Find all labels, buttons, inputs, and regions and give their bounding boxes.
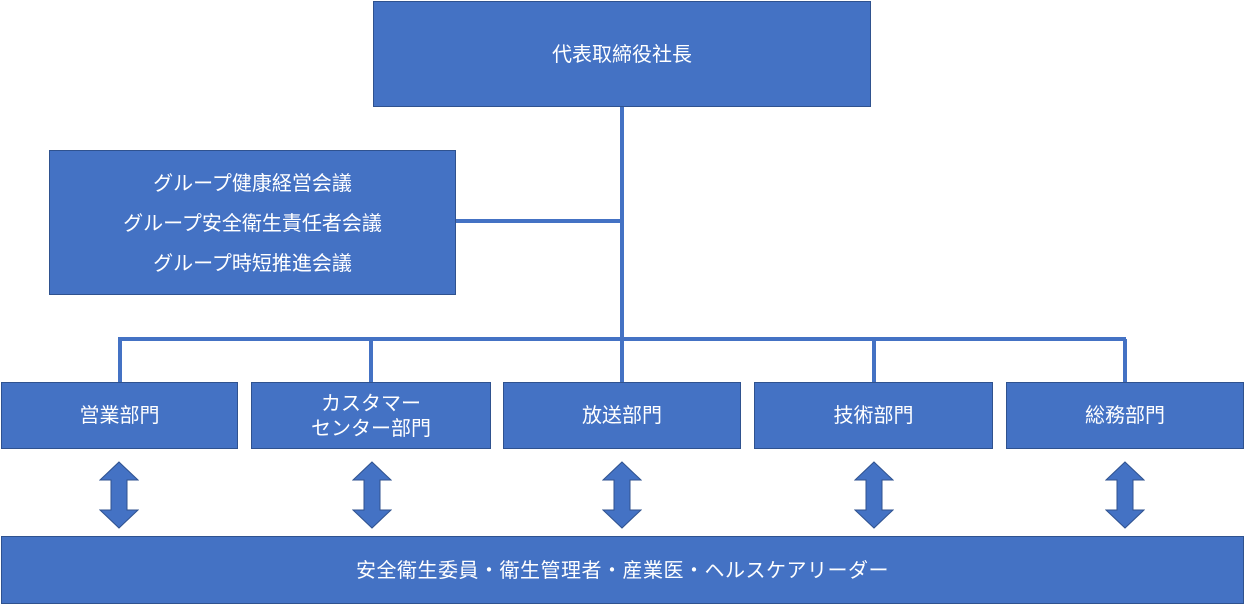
dept-general-affairs-box: 総務部門: [1006, 382, 1244, 449]
dept-tech-label: 技術部門: [833, 403, 914, 427]
dept-broadcast-label: 放送部門: [582, 403, 662, 427]
committee-work-hours: グループ時短推進会議: [153, 250, 352, 275]
connector-broadcast: [620, 339, 624, 383]
committee-safety-hygiene: グループ安全衛生責任者会議: [123, 210, 382, 235]
double-arrow-icon: [1105, 461, 1145, 529]
dept-sales-label: 営業部門: [79, 403, 160, 427]
committees-box: グループ健康経営会議 グループ安全衛生責任者会議 グループ時短推進会議: [49, 150, 456, 295]
dept-customer-center-line1: カスタマー: [321, 390, 421, 415]
dept-tech-box: 技術部門: [754, 382, 993, 449]
health-staff-label: 安全衛生委員・衛生管理者・産業医・ヘルスケアリーダー: [356, 557, 889, 582]
connector-ceo-trunk: [620, 107, 624, 339]
double-arrow-icon: [352, 461, 392, 529]
double-arrow-icon: [602, 461, 642, 529]
dept-general-affairs-label: 総務部門: [1085, 403, 1165, 427]
double-arrow-icon: [854, 461, 894, 529]
connector-tech: [872, 339, 876, 383]
dept-customer-center-line2: センター部門: [311, 415, 431, 440]
connector-sales: [118, 339, 122, 383]
committee-health-management: グループ健康経営会議: [153, 170, 352, 195]
ceo-box: 代表取締役社長: [373, 1, 871, 107]
dept-sales-box: 営業部門: [1, 382, 238, 449]
dept-customer-center-box: カスタマー センター部門: [251, 382, 491, 449]
double-arrow-icon: [99, 461, 139, 529]
dept-broadcast-box: 放送部門: [503, 382, 741, 449]
health-staff-bar: 安全衛生委員・衛生管理者・産業医・ヘルスケアリーダー: [1, 536, 1244, 604]
ceo-label: 代表取締役社長: [552, 41, 692, 66]
connector-customer-center: [369, 339, 373, 383]
connector-general-affairs: [1123, 339, 1127, 383]
connector-committees: [456, 219, 622, 223]
